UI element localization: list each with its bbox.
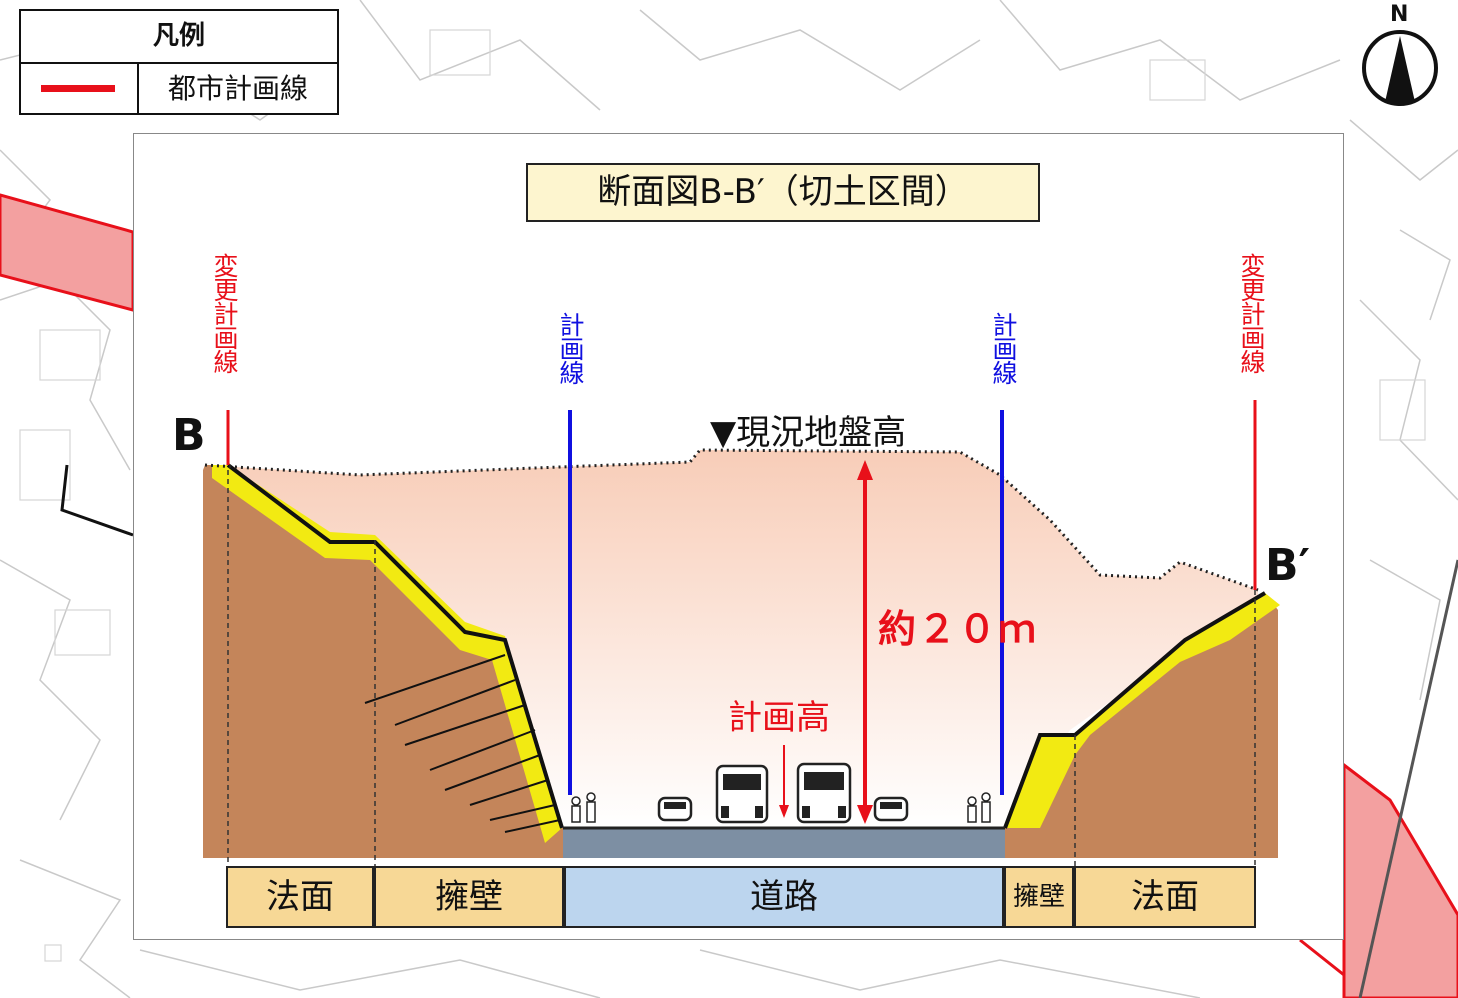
right-changed-plan-line-label: 変更計画線 bbox=[1237, 253, 1266, 373]
excavated-zone bbox=[205, 450, 1258, 828]
left-slope-surface bbox=[212, 465, 562, 843]
diagram-title: 断面図B-B′（切土区間） bbox=[526, 163, 1040, 222]
legend-red-line-swatch bbox=[41, 85, 115, 92]
section-road: 道路 bbox=[564, 866, 1004, 928]
legend-item-label: 都市計画線 bbox=[167, 72, 308, 105]
section-retaining-wall-right: 擁壁 bbox=[1004, 866, 1074, 928]
section-retaining-wall-left: 擁壁 bbox=[374, 866, 564, 928]
bus-icon bbox=[715, 764, 769, 824]
bus-icon bbox=[796, 762, 852, 824]
height-label: 約２０ｍ bbox=[878, 607, 1039, 651]
right-soil-slope bbox=[1005, 593, 1278, 858]
car-icon bbox=[657, 796, 693, 822]
point-b-label: B bbox=[172, 410, 206, 461]
road-surface bbox=[563, 828, 1005, 858]
section-slope-right: 法面 bbox=[1074, 866, 1256, 928]
right-plan-line-label: 計画線 bbox=[989, 312, 1018, 384]
section-slope-left: 法面 bbox=[226, 866, 374, 928]
ground-anchors bbox=[364, 654, 561, 833]
height-arrow bbox=[857, 460, 873, 824]
left-soil-slope bbox=[203, 465, 565, 858]
right-slope-surface bbox=[1005, 593, 1280, 828]
car-icon bbox=[873, 796, 909, 822]
north-arrow-icon: N bbox=[1360, 2, 1440, 108]
legend: 凡例 都市計画線 bbox=[19, 9, 339, 115]
planned-height-label: 計画高 bbox=[728, 698, 830, 738]
ground-level-label: ▼現況地盤高 bbox=[710, 413, 907, 453]
pedestrian-icon bbox=[967, 792, 991, 823]
legend-title: 凡例 bbox=[21, 11, 337, 64]
left-changed-plan-line-label: 変更計画線 bbox=[210, 253, 239, 373]
point-b-prime-label: B′ bbox=[1265, 540, 1311, 591]
north-label: N bbox=[1390, 2, 1409, 27]
legend-divider bbox=[137, 62, 139, 115]
left-plan-line-label: 計画線 bbox=[556, 312, 585, 384]
pedestrian-icon bbox=[571, 792, 596, 823]
section-dividers bbox=[227, 470, 1256, 866]
